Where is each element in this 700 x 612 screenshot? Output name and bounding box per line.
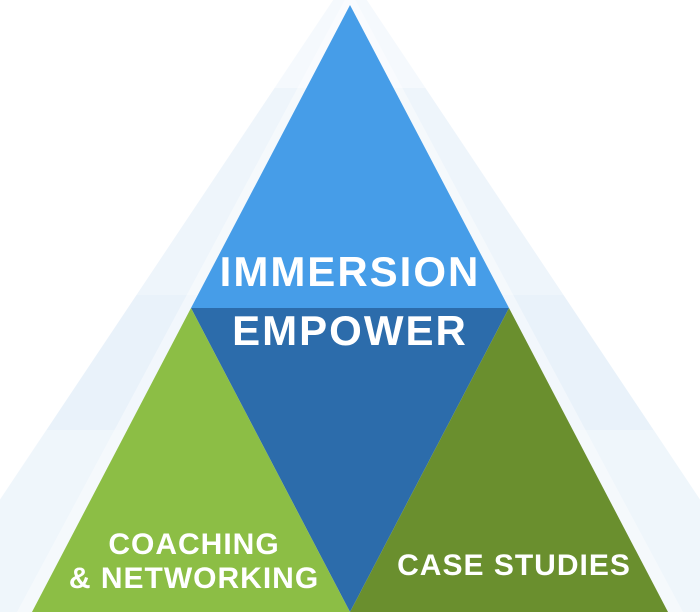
segment-case-studies	[350, 308, 668, 612]
label-case-studies: CASE STUDIES	[397, 549, 631, 582]
label-coaching-line2: & NETWORKING	[68, 562, 320, 595]
label-empower: EMPOWER	[232, 307, 468, 354]
label-immersion: IMMERSION	[219, 248, 481, 295]
label-coaching-line1: COACHING	[108, 528, 280, 561]
segment-immersion	[191, 5, 509, 308]
segment-empower	[191, 308, 509, 612]
label-coaching-networking: COACHING & NETWORKING	[69, 528, 319, 596]
segment-coaching-networking	[32, 308, 350, 612]
